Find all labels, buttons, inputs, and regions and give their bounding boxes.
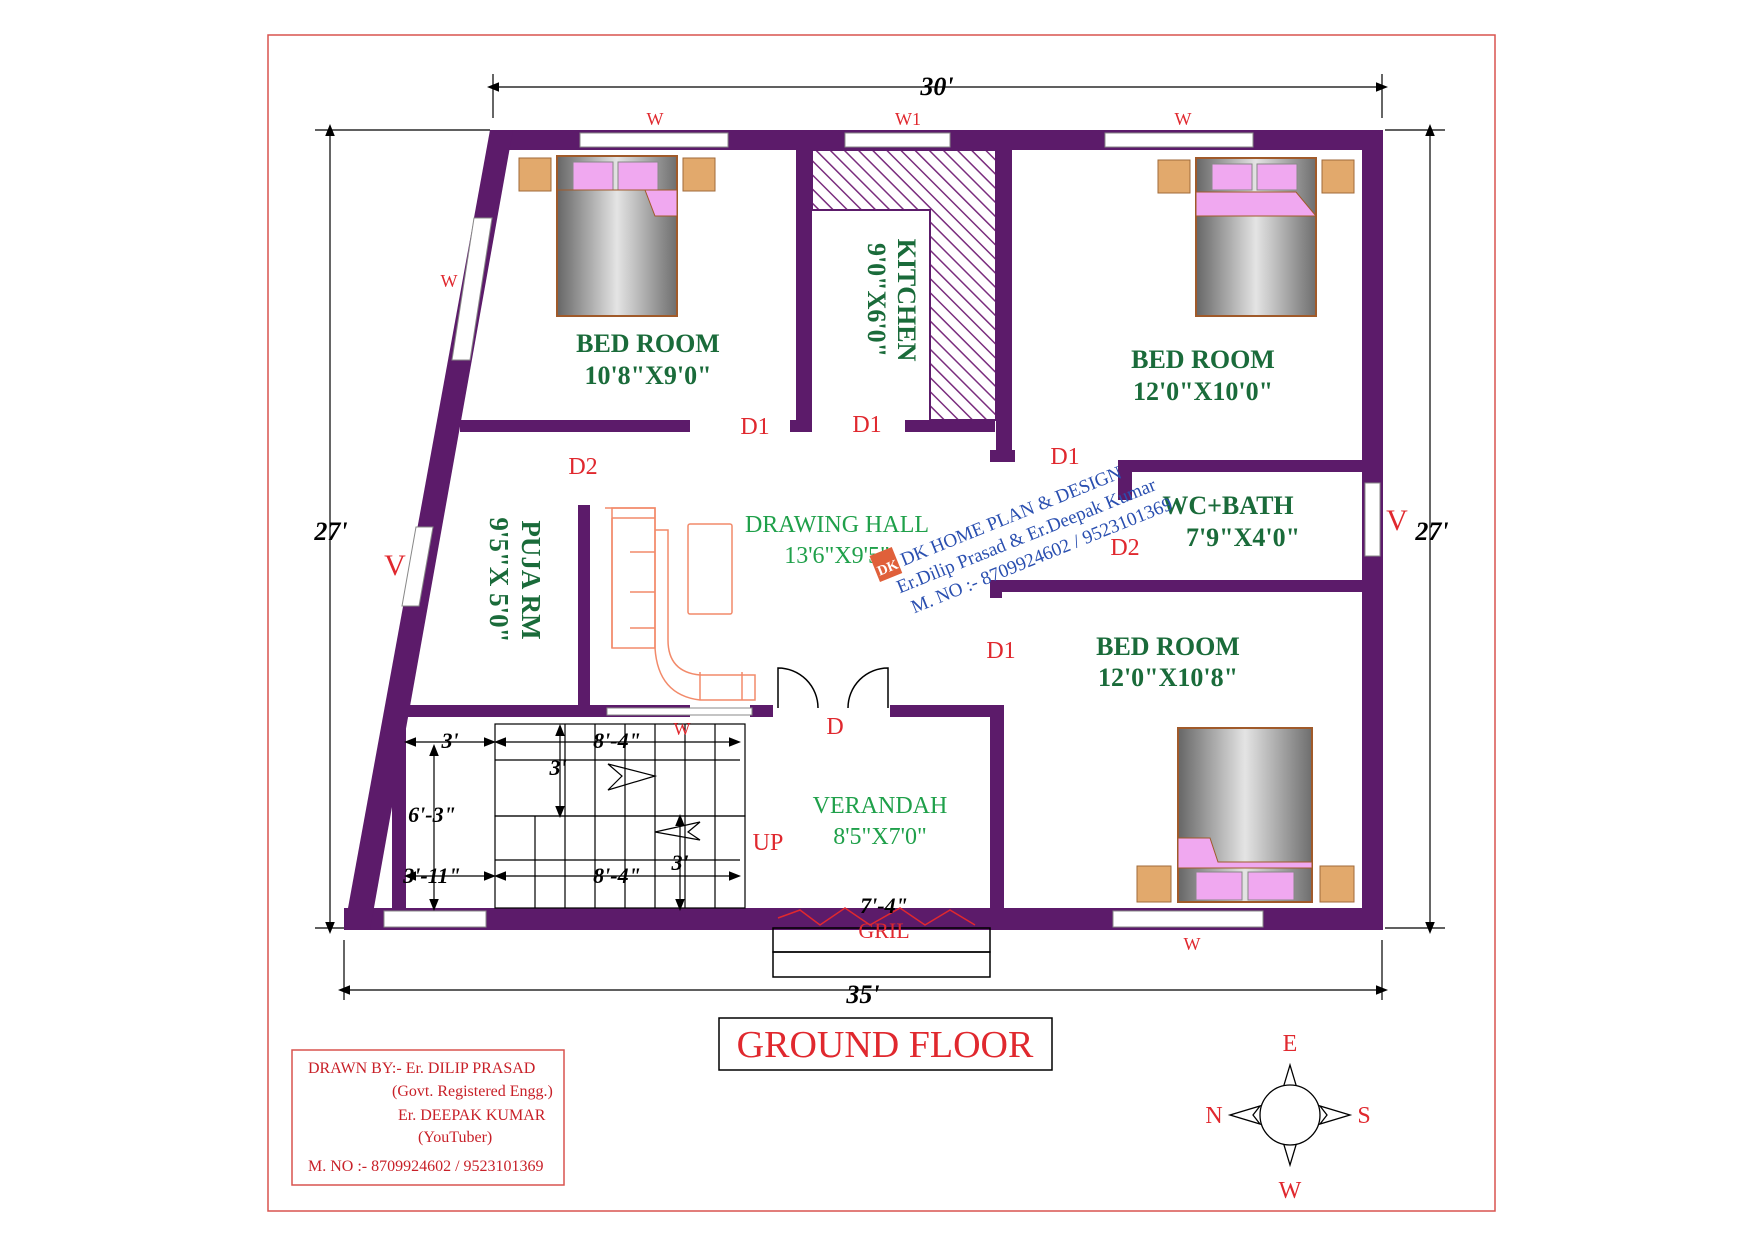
ventilator-label: V bbox=[1386, 504, 1408, 537]
gril-label: GRIL bbox=[858, 918, 909, 943]
dk-logo-icon bbox=[869, 547, 903, 582]
credits-line-4: (YouTuber) bbox=[418, 1129, 492, 1146]
hall-name: DRAWING HALL bbox=[745, 512, 929, 538]
verandah-size: 8'5"X7'0" bbox=[833, 824, 927, 850]
bed-1 bbox=[518, 155, 716, 317]
window-label: W bbox=[674, 719, 691, 739]
window-label: W bbox=[1175, 109, 1192, 129]
stair-up-label: UP bbox=[753, 830, 784, 856]
bed-1-name: BED ROOM bbox=[576, 329, 720, 358]
drawing-frame bbox=[267, 34, 1496, 1212]
door-d1-label: D1 bbox=[1050, 444, 1079, 470]
compass-icon bbox=[1227, 1062, 1353, 1168]
verandah-name: VERANDAH bbox=[813, 793, 948, 819]
wc-name: WC+BATH bbox=[1162, 491, 1293, 520]
bed-2-size: 12'0"X10'0" bbox=[1133, 377, 1273, 406]
credits-line-3: Er. DEEPAK KUMAR bbox=[398, 1107, 546, 1124]
gril-dim: 7'-4" bbox=[860, 893, 908, 918]
window-openings bbox=[383, 132, 1381, 928]
window-label: W bbox=[647, 109, 664, 129]
room-bed-2: BED ROOM 12'0"X10'0" bbox=[1131, 345, 1275, 406]
puja-size: 9'5"X 5'0" bbox=[484, 517, 514, 642]
compass-n: N bbox=[1205, 1103, 1222, 1129]
dim-top: 30' bbox=[919, 72, 953, 101]
kitchen-size: 9'0"X6'0" bbox=[862, 243, 891, 357]
puja-name: PUJA RM bbox=[516, 520, 546, 639]
dim-bottom: 35' bbox=[845, 980, 879, 1009]
room-puja: PUJA RM 9'5"X 5'0" bbox=[484, 517, 546, 642]
door-d2-label: D2 bbox=[1110, 535, 1139, 561]
staircase bbox=[404, 723, 746, 911]
stair-dim-d: 6'-3" bbox=[408, 802, 456, 827]
credits: DRAWN BY:- Er. DILIP PRASAD (Govt. Regis… bbox=[308, 1060, 553, 1175]
room-bed-3: BED ROOM 12'0"X10'8" bbox=[1096, 632, 1240, 692]
bed-3-size: 12'0"X10'8" bbox=[1098, 663, 1238, 692]
credits-box bbox=[291, 1049, 565, 1186]
credits-line-5: M. NO :- 8709924602 / 9523101369 bbox=[308, 1158, 544, 1175]
door-d-label: D bbox=[826, 714, 843, 740]
stair-dim-b: 8'-4" bbox=[593, 728, 641, 753]
window-label: W bbox=[1184, 934, 1201, 954]
sofa bbox=[605, 507, 756, 701]
door-d2-label: D2 bbox=[568, 454, 597, 480]
room-wc: WC+BATH 7'9"X4'0" bbox=[1162, 491, 1300, 552]
bed-3 bbox=[1136, 727, 1355, 903]
door-d1-label: D1 bbox=[852, 412, 881, 438]
dim-left: 27' bbox=[313, 517, 347, 546]
compass-w: W bbox=[1279, 1178, 1302, 1204]
wc-size: 7'9"X4'0" bbox=[1186, 523, 1300, 552]
drawing-title: GROUND FLOOR bbox=[737, 1024, 1034, 1066]
compass-e: E bbox=[1283, 1031, 1298, 1057]
title-box bbox=[718, 1017, 1053, 1071]
window-w1-label: W1 bbox=[895, 109, 921, 129]
credits-line-1: DRAWN BY:- Er. DILIP PRASAD bbox=[308, 1060, 535, 1077]
gril-zigzag bbox=[777, 907, 976, 926]
bed-2-name: BED ROOM bbox=[1131, 345, 1275, 374]
dimension-lines bbox=[315, 74, 1445, 1000]
ventilator-label: V bbox=[384, 549, 406, 582]
bed-2 bbox=[1157, 157, 1355, 317]
dim-right: 27' bbox=[1414, 517, 1448, 546]
stair-dim-f: 8'-4" bbox=[593, 863, 641, 888]
stair-dim-a: 3' bbox=[440, 728, 458, 753]
room-kitchen: KITCHEN 9'0"X6'0" bbox=[862, 239, 921, 362]
room-hall: DRAWING HALL 13'6"X9'5" bbox=[745, 512, 929, 569]
window-label: W bbox=[441, 271, 458, 291]
stair-dim-g: 3' bbox=[670, 850, 688, 875]
credits-line-2: (Govt. Registered Engg.) bbox=[392, 1083, 553, 1100]
stair-dim-c: 3' bbox=[548, 755, 566, 780]
kitchen-name: KITCHEN bbox=[892, 239, 921, 362]
door-d1-label: D1 bbox=[986, 638, 1015, 664]
front-steps bbox=[772, 927, 991, 978]
stair-dim-e: 3'-11" bbox=[402, 863, 460, 888]
bed-1-size: 10'8"X9'0" bbox=[584, 361, 711, 390]
door-d1-label: D1 bbox=[740, 414, 769, 440]
main-door bbox=[777, 667, 889, 709]
room-bed-1: BED ROOM 10'8"X9'0" bbox=[576, 329, 720, 390]
compass-s: S bbox=[1357, 1103, 1370, 1129]
bed-3-name: BED ROOM bbox=[1096, 632, 1240, 661]
watermark-logo: DK bbox=[875, 558, 900, 580]
room-verandah: VERANDAH 8'5"X7'0" bbox=[813, 793, 948, 850]
